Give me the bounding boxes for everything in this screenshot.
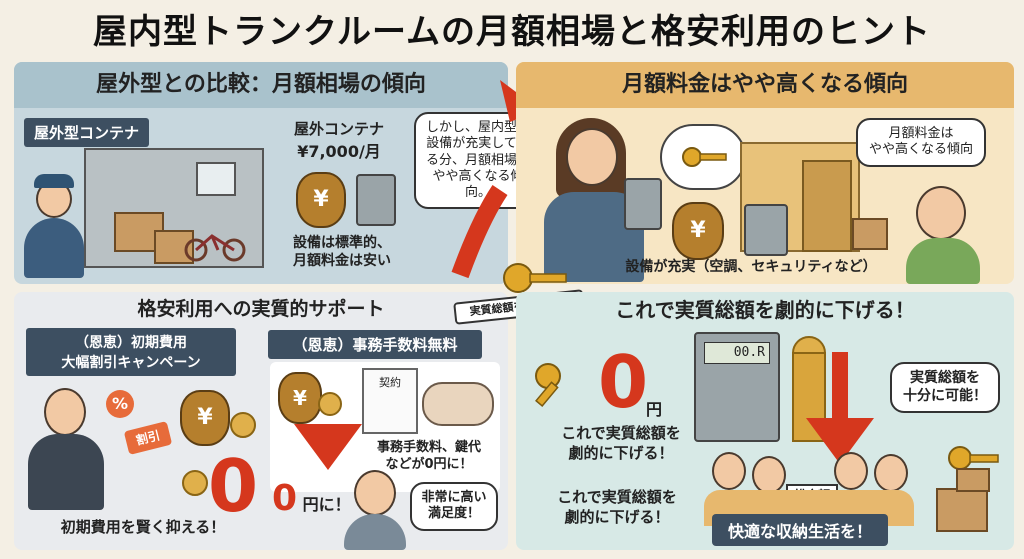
calculator-icon: 00.R (694, 332, 780, 442)
initial-cost-caption: 初期費用を賢く抑える！ (60, 518, 226, 536)
caption-line: 劇的に下げる！ (568, 443, 674, 462)
cardboard-box (852, 218, 888, 250)
zero-yen-label: 0 円に！ (272, 478, 382, 519)
bubble-line: 十分に可能！ (903, 387, 987, 404)
worker-body (24, 218, 84, 278)
caption-line: これで実質総額を (557, 488, 677, 506)
calculator-icon (744, 204, 788, 256)
caption-line: 事務手数料、鍵代 (376, 440, 481, 455)
money-bag-icon: ¥ (672, 202, 724, 260)
zero-cost-number: 0 (208, 444, 259, 528)
indoor-price-panel: 月額料金はやや高くなる傾向 ¥ 月額料金は やや高くなる傾向 設備が充実（空調、… (516, 62, 1014, 284)
total-cost-panel: これで実質総額を劇的に下げる！ 0 円 これで実質総額を 劇的に下げる！ これで… (516, 292, 1014, 550)
zero-yen-suffix: 円に！ (302, 495, 351, 514)
total-cost-heading: これで実質総額を劇的に下げる！ (615, 298, 915, 322)
bubble-line: 月額料金は (888, 126, 954, 141)
bubble-line: 設備が充実してい (426, 136, 530, 152)
key-icon (680, 140, 730, 174)
price-down-arrow-icon (294, 424, 362, 470)
caption-line: これで実質総額を (561, 424, 681, 442)
page-title: 屋内型トランクルームの月額相場と格安利用のヒント (93, 12, 931, 52)
comfortable-storage-banner: 快適な収納生活を！ (712, 514, 888, 546)
cardboard-box (956, 468, 990, 492)
zero-yen-number: 0 (598, 340, 649, 424)
bicycle-icon (184, 232, 246, 262)
boy-avatar (916, 186, 966, 240)
boy-body (906, 238, 980, 284)
admin-fee-caption: 事務手数料、鍵代 などが0円に！ (354, 440, 504, 474)
contract-document-icon: 契約 (362, 368, 418, 434)
coin-icon (182, 470, 208, 496)
family-member-avatar (712, 452, 746, 490)
worker-cap-icon (34, 174, 74, 188)
percent-badge: % (106, 390, 134, 418)
bubble-line: る分、月額相場は (425, 152, 530, 168)
bubble-line: 非常に高い (421, 490, 487, 505)
total-cost-caption-secondary: これで実質総額を 劇的に下げる！ (522, 488, 712, 527)
down-arrow-shaft (832, 352, 848, 422)
thought-bubble (660, 124, 746, 190)
discount-support-heading: 格安利用への実質的サポート (137, 298, 385, 320)
family-member-avatar (874, 454, 908, 492)
total-cost-caption: これで実質総額を 劇的に下げる！ (536, 424, 706, 463)
indoor-equipment-caption: 設備が充実（空調、セキュリティなど） (625, 259, 877, 275)
bubble-line: やや高くなる傾向 (868, 142, 973, 158)
calculator-icon (624, 178, 662, 230)
coin-icon (318, 392, 342, 416)
money-bag-icon: ¥ (278, 372, 322, 424)
admin-fee-free-tag: （恩恵）事務手数料無料 (268, 330, 482, 359)
key-icon (534, 358, 594, 408)
zero-yen-number: 0 (272, 478, 298, 519)
money-bag-icon: ¥ (180, 390, 230, 446)
indoor-price-bubble: 月額料金は やや高くなる傾向 (856, 118, 986, 167)
coin-icon (230, 412, 256, 438)
outdoor-comparison-heading: 屋外型との比較：月額相場の傾向 (14, 62, 508, 108)
outdoor-note-line2: 月額料金は安い (293, 253, 391, 269)
outdoor-price-value: ¥7,000/月 (297, 142, 381, 161)
staff-avatar (44, 388, 86, 436)
container-window (196, 162, 236, 196)
key-icon (946, 440, 1000, 476)
bubble-line: 満足度！ (427, 506, 480, 522)
outdoor-container-tag: 屋外型コンテナ (24, 118, 150, 147)
cardboard-box (154, 230, 194, 264)
indoor-price-heading: 月額料金はやや高くなる傾向 (516, 62, 1014, 108)
bubble-line: やや高くなる傾向。 (432, 168, 524, 200)
storage-door (802, 160, 852, 252)
money-bag-icon: ¥ (296, 172, 346, 228)
family-member-avatar (752, 456, 786, 494)
handshake-icon (422, 382, 494, 426)
tag-line: 大幅割引キャンペーン (61, 355, 201, 371)
outdoor-price-label: 屋外コンテナ (293, 120, 384, 138)
discount-support-panel: 格安利用への実質的サポート （恩恵）初期費用 大幅割引キャンペーン （恩恵）事務… (14, 292, 508, 550)
satisfied-customer-avatar (354, 470, 396, 516)
discount-tag-icon: 割引 (123, 421, 173, 455)
achievable-bubble: 実質総額を 十分に可能！ (890, 362, 1000, 413)
caption-line: 劇的に下げる！ (564, 507, 670, 526)
calculator-display: 00.R (704, 342, 770, 364)
yen-unit: 円 (646, 400, 663, 419)
calculator-icon (356, 174, 396, 226)
outdoor-note-line1: 設備は標準的、 (293, 235, 391, 251)
customer-body (344, 514, 406, 550)
initial-cost-campaign-tag: （恩恵）初期費用 大幅割引キャンペーン (26, 328, 236, 376)
woman-avatar (566, 128, 618, 186)
bubble-line: 実質総額を (910, 370, 980, 386)
staff-body (28, 434, 104, 510)
satisfaction-bubble: 非常に高い 満足度！ (410, 482, 498, 531)
family-member-avatar (834, 452, 868, 490)
key-icon (500, 256, 570, 300)
contract-label: 契約 (379, 376, 401, 389)
cardboard-box (936, 488, 988, 532)
tag-line: （恩恵）初期費用 (75, 335, 187, 351)
bubble-line: しかし、屋内型は (425, 120, 530, 135)
caption-line: などが0円に！ (385, 456, 473, 472)
